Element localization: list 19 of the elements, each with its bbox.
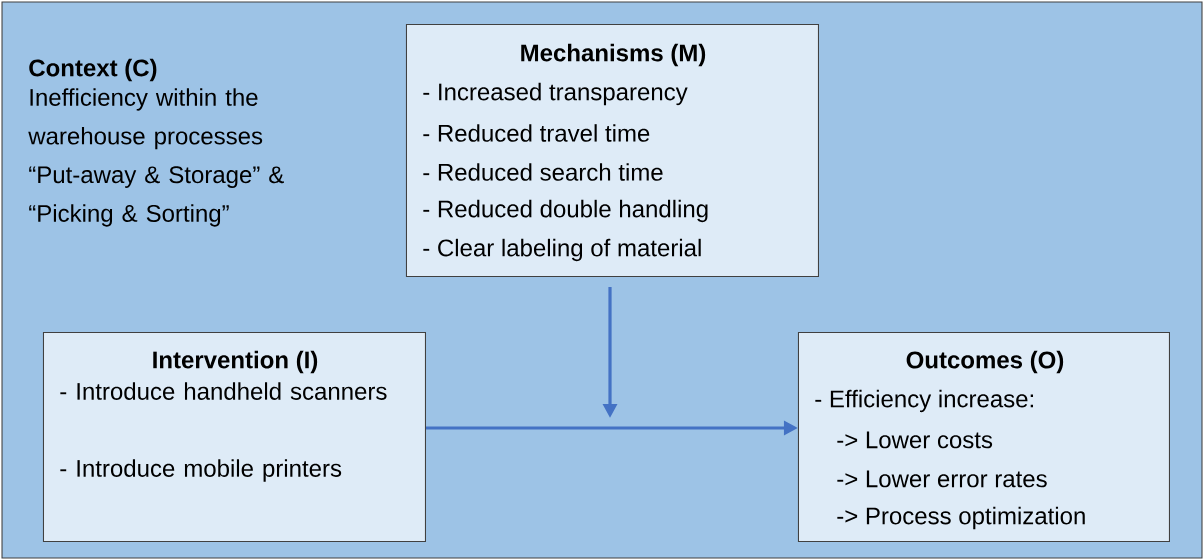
list-item: - Clear labeling of material	[423, 238, 701, 262]
text-box	[42, 331, 426, 542]
list-item: -> Lower costs	[837, 431, 993, 449]
list-item: - Reduced search time	[423, 163, 663, 181]
text-box	[797, 331, 1170, 542]
list-item: -> Process optimization	[837, 506, 1085, 530]
list-item: - Reduced travel time	[423, 124, 650, 142]
list-item: - Introduce mobile printers	[60, 459, 342, 482]
heading: Mechanisms (M)	[521, 43, 706, 67]
list-item: - Introduce handheld scanners	[60, 382, 387, 400]
heading: Context (C)	[29, 58, 157, 82]
heading: Outcomes (O)	[906, 350, 1064, 374]
heading: Intervention (I)	[153, 350, 318, 374]
text-box	[405, 23, 819, 277]
list-item: - Efficiency increase:	[815, 389, 1033, 413]
list-item: - Reduced double handling	[423, 199, 708, 223]
list-item: -> Lower error rates	[837, 470, 1047, 488]
description: Inefficiency within the warehouse processes “Put-away & Storage” & “Picking & Sorting”	[28, 88, 284, 227]
list-item: - Increased transparency	[423, 82, 688, 106]
